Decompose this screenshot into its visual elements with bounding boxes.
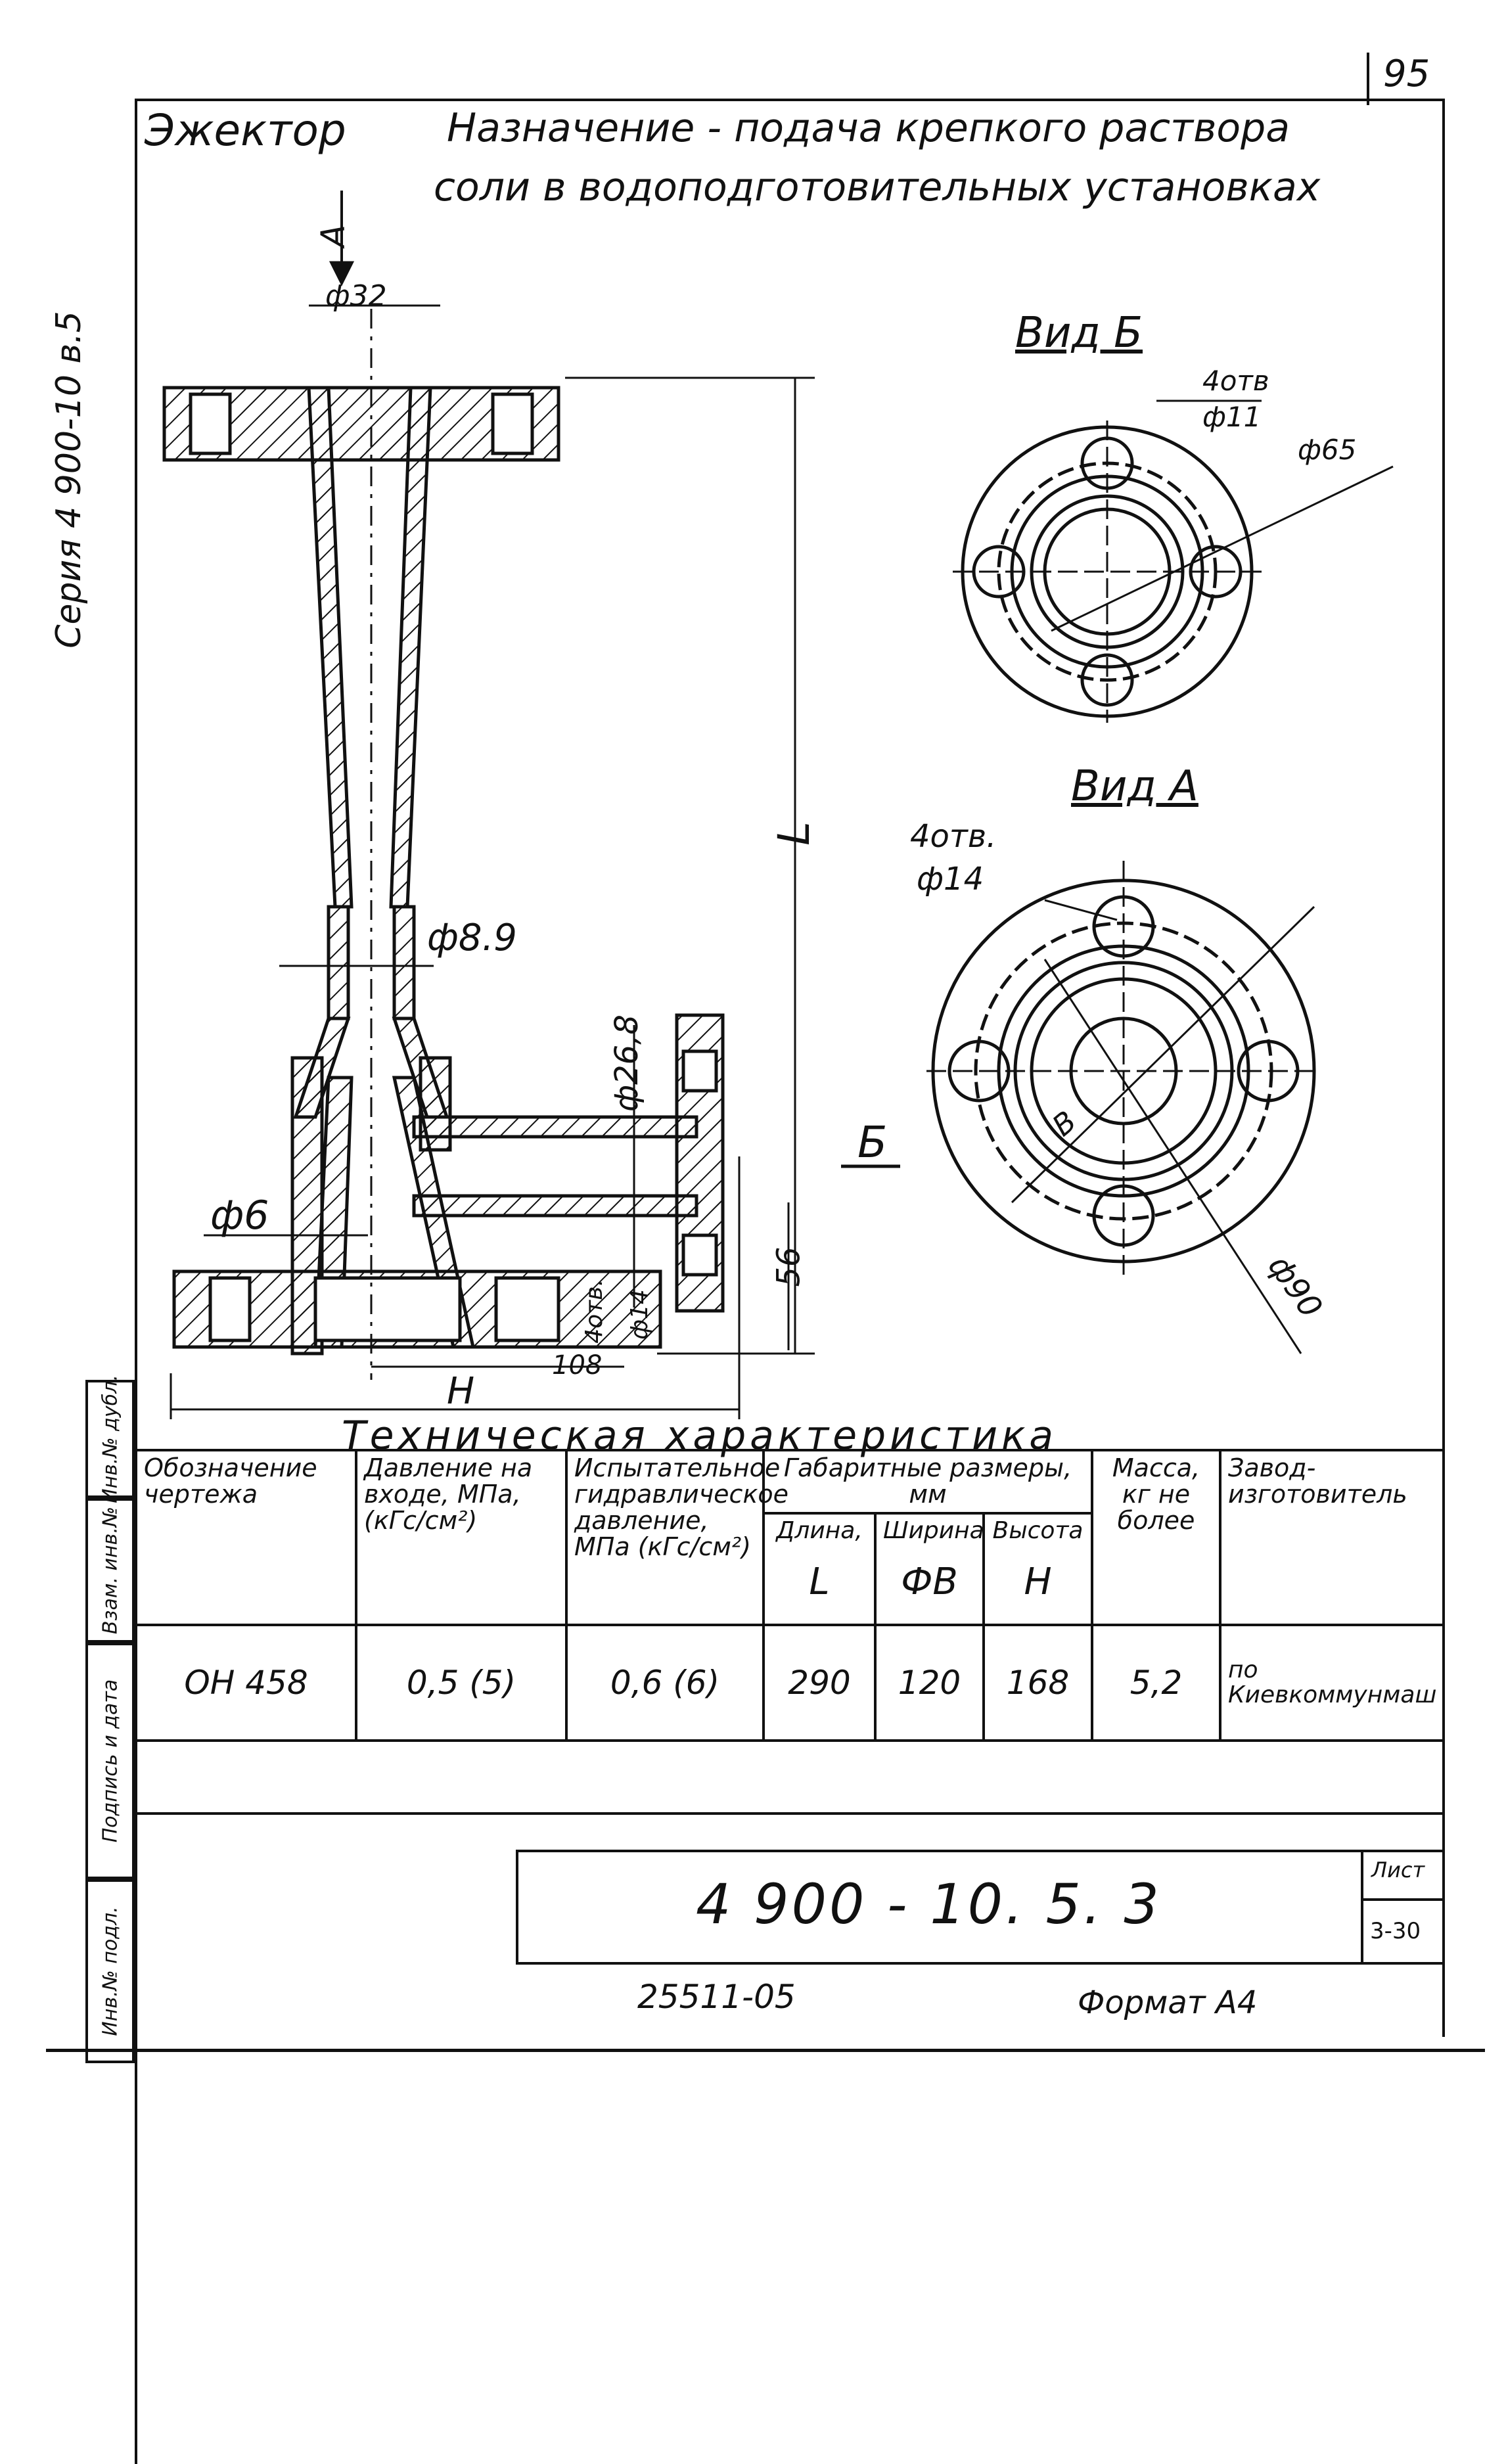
title-name: Эжектор [145,105,346,156]
cell-designation: ОН 458 [135,1624,357,1742]
stamp-sign-date: Подпись и дата [85,1643,135,1879]
view-a-holes-dia: ф14 [917,861,984,898]
table-header-row: Обозначение чертежа Давление на входе, М… [135,1449,1446,1626]
stamp-vzam: Взам. инв.№ [85,1498,135,1643]
cell-maker: по Киевкоммунмаш [1219,1624,1446,1742]
th-dims-group: Габаритные размеры, мм [762,1449,1094,1515]
title-block-code: 4 900 - 10. 5. 3 [696,1872,1162,1936]
th-pressure: Давление на входе, МПа, (кГс/см²) [355,1449,568,1626]
side-pipe-top [412,1115,698,1139]
sheet-box: Лист 3-30 [1361,1852,1442,1965]
dim-d6: ф6 [210,1193,269,1239]
view-a-holes: 4отв. [910,818,997,855]
table-row: ОН 458 0,5 (5) 0,6 (6) 290 120 168 5,2 п… [135,1624,1446,1742]
view-b-holes-dia: ф11 [1202,401,1262,433]
footer-format: Формат А4 [1078,1984,1258,2021]
title-purpose-line2: соли в водоподготовительных установках [434,164,1321,210]
sheet-value: 3-30 [1370,1918,1421,1944]
view-b-marker: Б [857,1117,888,1168]
footer-order-no: 25511-05 [637,1978,796,2016]
dim-56: 56 [770,1246,808,1287]
throat-right [392,905,416,1020]
table-empty-row [134,1739,1446,1815]
th-test-pressure: Испытательное гидравлическое давление, М… [565,1449,788,1626]
page-number: 95 [1383,53,1430,95]
ejector-drawing [162,191,1394,1419]
sheet-label: Лист [1371,1858,1425,1882]
diffuser-wall-right [389,386,432,909]
th-maker: Завод-изготовитель [1219,1449,1446,1626]
page-number-divider [1367,53,1369,105]
cell-pressure: 0,5 (5) [355,1624,568,1742]
dim-d32: ф32 [325,279,387,313]
view-b-d65: ф65 [1298,434,1357,466]
view-b-circles [953,399,1394,723]
view-b-title: Вид Б [1015,309,1143,357]
dim-H: H [447,1370,475,1413]
dim-108: 108 [552,1350,603,1380]
frame-left [135,99,137,2464]
th-length: Длина,L [762,1511,877,1627]
throat-left [327,905,350,1020]
frame-right [1442,99,1445,2037]
cell-mass: 5,2 [1091,1624,1222,1742]
view-a-title: Вид А [1071,762,1198,811]
side-pipe-bottom [412,1194,698,1218]
cell-length: 290 [762,1624,877,1742]
holes-main-label: 4отв. [580,1279,608,1344]
stamp-inv-podl: Инв.№ подл. [85,1879,135,2063]
title-block: 4 900 - 10. 5. 3 Лист 3-30 [516,1850,1442,1965]
dim-d26-8: ф26,8 [608,1015,645,1112]
title-purpose-line1: Назначение - подача крепкого раствора [447,105,1290,151]
dim-d8-9: ф8.9 [427,917,517,959]
cell-width: 120 [874,1624,985,1742]
th-designation: Обозначение чертежа [135,1449,357,1626]
bottom-rule [46,2049,1485,2052]
view-a-circles [926,861,1321,1354]
th-mass: Масса, кг не более [1091,1449,1222,1626]
stamp-inv-dubl: Инв.№ дубл. [85,1375,135,1503]
frame-top [135,99,1442,101]
cell-height: 168 [982,1624,1094,1742]
dim-L: L [768,821,819,846]
holes-main-dia: ф14 [626,1289,653,1340]
tech-table: Обозначение чертежа Давление на входе, М… [134,1449,1446,1815]
arrow-a-label: A [314,224,353,248]
diffuser-wall-left [307,386,354,909]
cell-test-pressure: 0,6 (6) [565,1624,765,1742]
view-b-holes: 4отв [1202,365,1269,397]
